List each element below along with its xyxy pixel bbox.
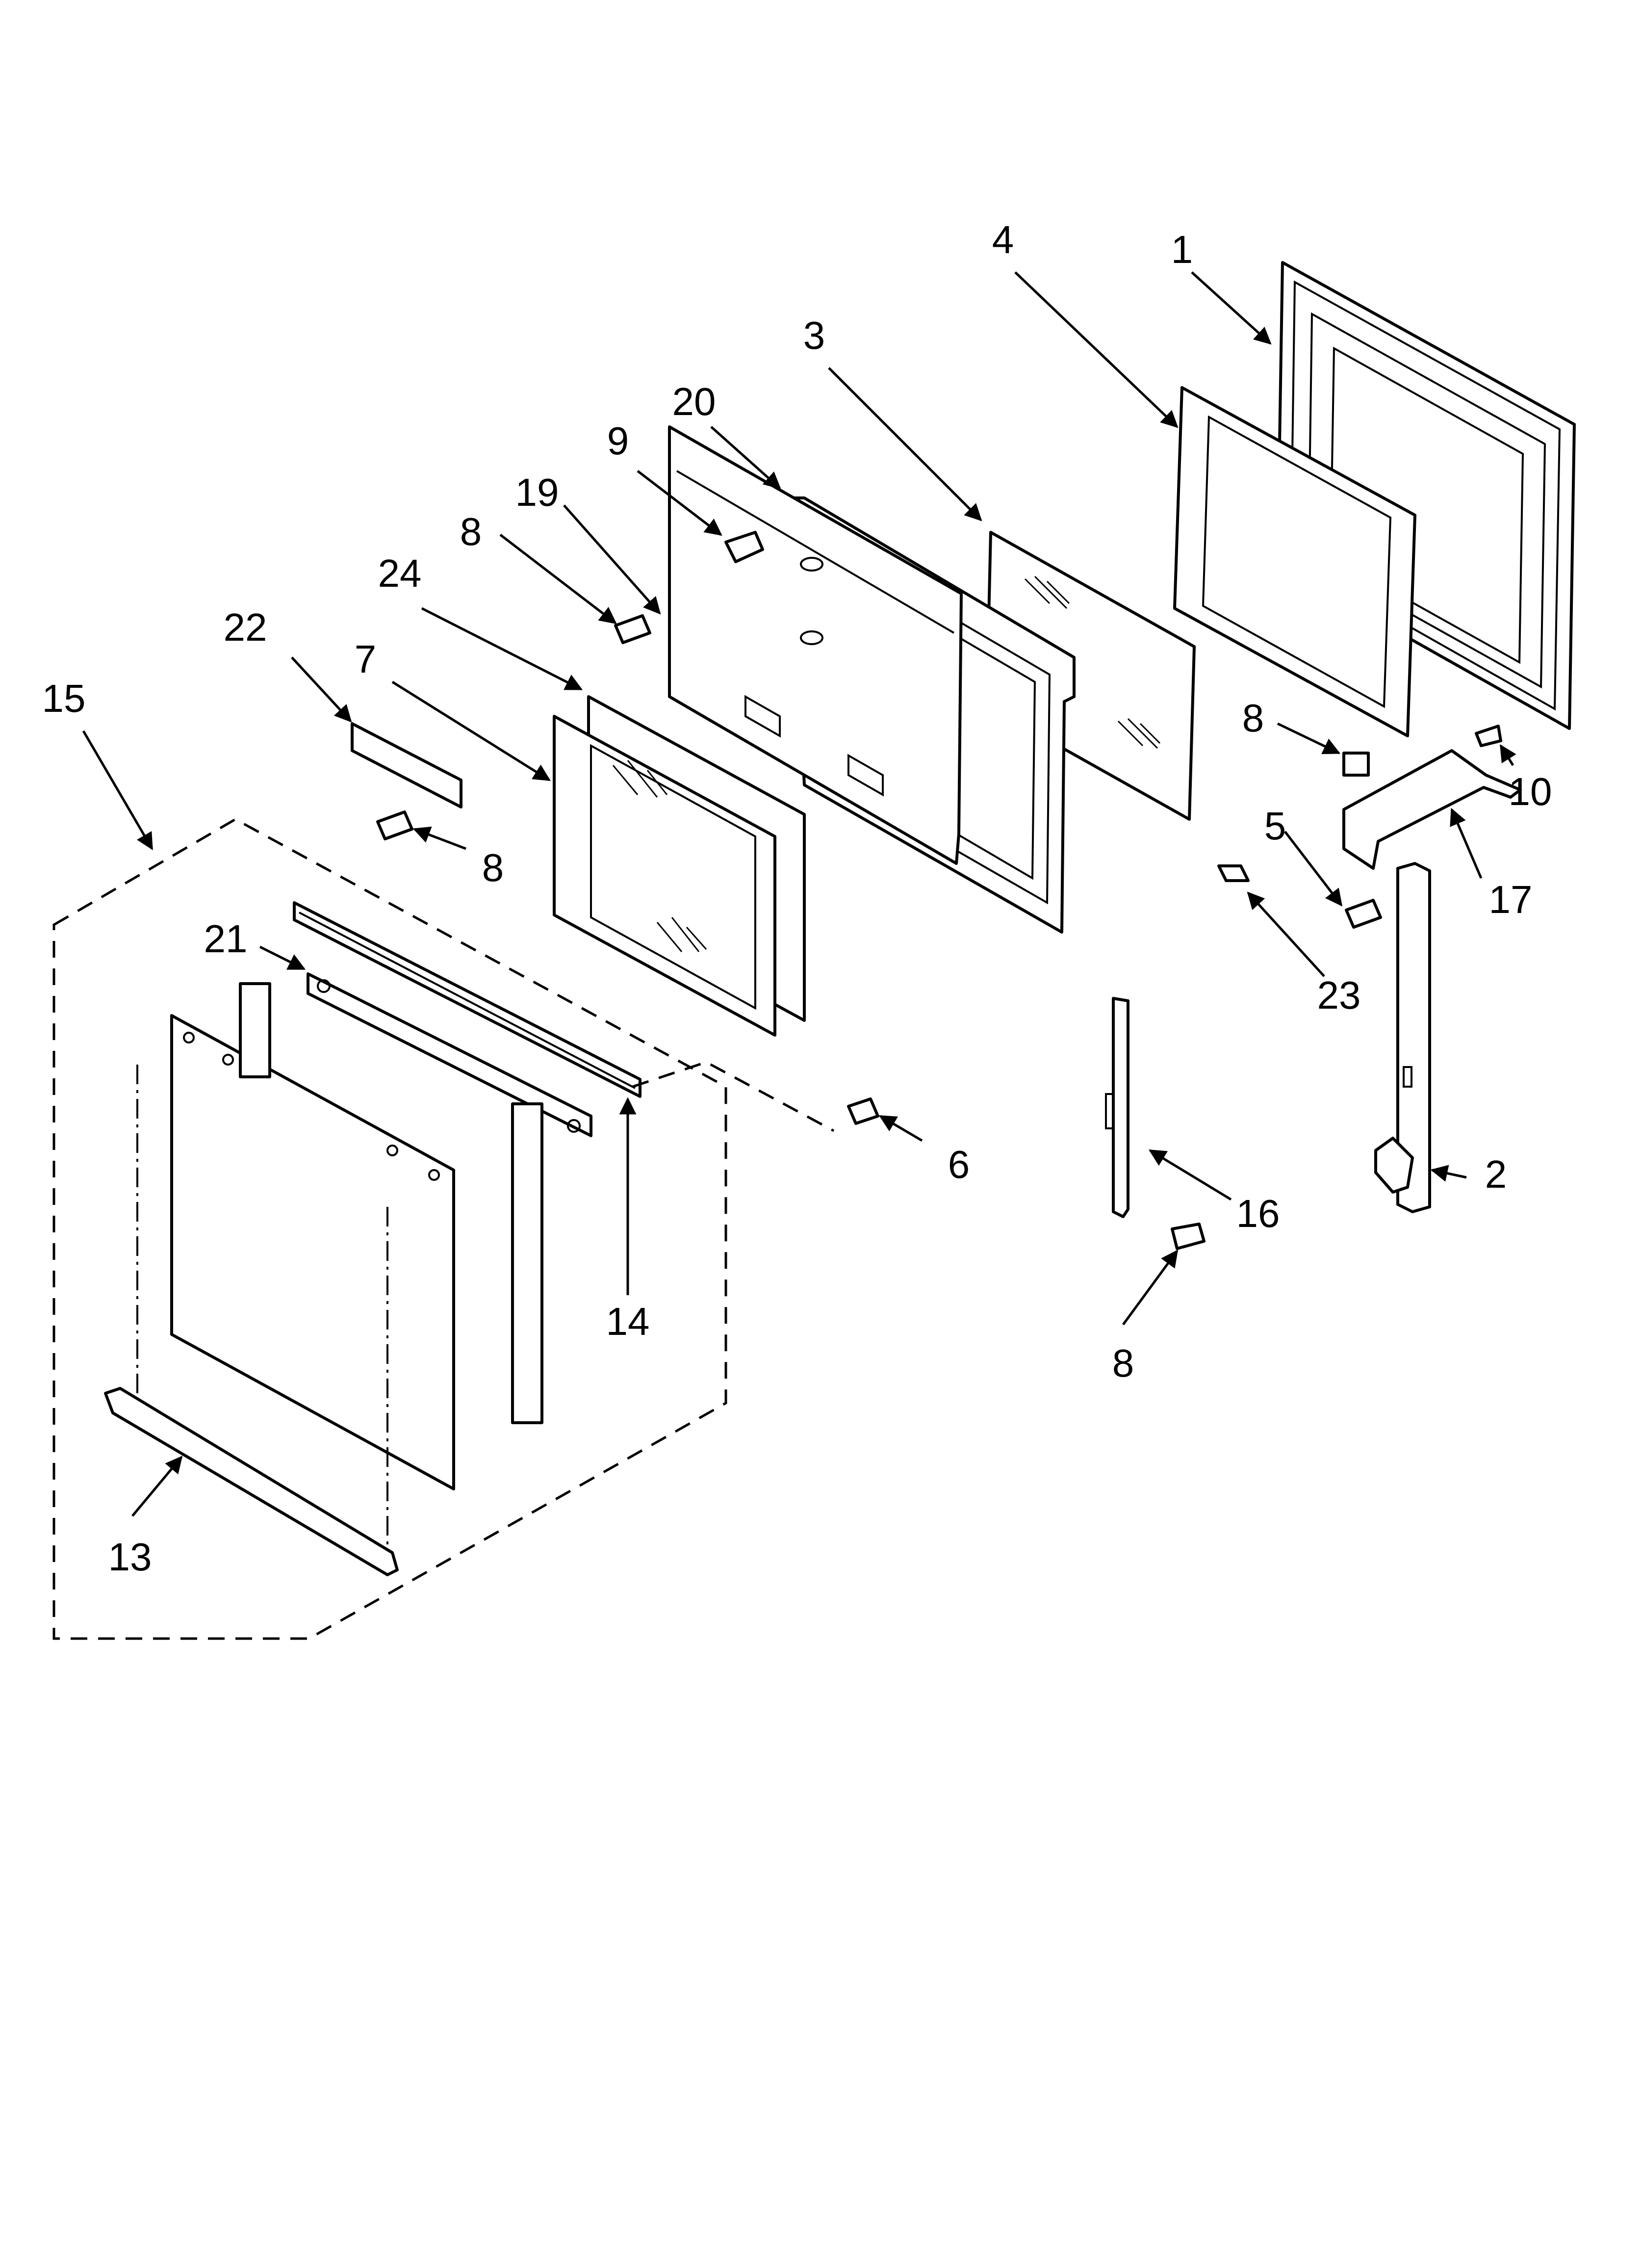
part-6-screw (847, 1097, 879, 1125)
part-8-screw-d (1171, 1223, 1206, 1250)
callout-5: 5 (1264, 804, 1286, 848)
callout-7: 7 (355, 637, 377, 681)
part-2-hinge-arm (1374, 862, 1431, 1213)
callout-21: 21 (204, 917, 248, 961)
callout-23: 23 (1317, 973, 1361, 1017)
callout-8c: 8 (1242, 696, 1264, 740)
part-8-screw-a (614, 614, 651, 644)
part-21-gasket-strip (307, 972, 592, 1137)
leader-lines (82, 271, 1516, 1517)
part-15-door-assembly-boundary (52, 818, 835, 1640)
part-13-door-trim (104, 1387, 399, 1576)
callout-3: 3 (803, 313, 825, 357)
callout-6: 6 (948, 1143, 970, 1186)
part-23-clip (1217, 864, 1250, 882)
callout-8a: 8 (460, 510, 482, 553)
part-14-trim-rail (293, 901, 641, 1098)
callout-24: 24 (378, 551, 422, 595)
callout-1: 1 (1171, 228, 1193, 271)
callout-9: 9 (607, 419, 629, 463)
side-strip-left (239, 982, 271, 1078)
part-17-hinge-bracket (1342, 749, 1522, 870)
outer-door-glass (170, 1014, 455, 1490)
part-5-screw (1345, 899, 1382, 929)
part-22-small-bracket (351, 722, 462, 808)
callout-13: 13 (108, 1535, 152, 1579)
part-16-hinge-receiver (1105, 997, 1129, 1218)
callout-labels: 1 2 3 4 5 6 7 8 8 8 8 9 10 13 14 15 16 1… (42, 218, 1552, 1579)
callout-8b: 8 (482, 846, 504, 889)
callout-10: 10 (1509, 770, 1552, 813)
callout-22: 22 (224, 605, 267, 649)
part-4-door-frame (1173, 386, 1416, 737)
callout-2: 2 (1485, 1152, 1507, 1196)
callout-14: 14 (606, 1300, 650, 1343)
callout-17: 17 (1489, 878, 1533, 921)
part-7-inner-glass (553, 715, 776, 1037)
callout-19: 19 (515, 470, 559, 514)
part-9-screw (724, 531, 764, 563)
callout-15: 15 (42, 677, 86, 720)
part-10-screw (1475, 725, 1502, 747)
callout-20: 20 (672, 380, 716, 423)
callout-16: 16 (1236, 1192, 1280, 1235)
part-8-screw-c (1342, 752, 1370, 777)
side-strip-right (511, 1102, 543, 1424)
callout-8d: 8 (1112, 1341, 1134, 1385)
callout-4: 4 (992, 218, 1014, 261)
part-8-screw-b (376, 810, 413, 840)
